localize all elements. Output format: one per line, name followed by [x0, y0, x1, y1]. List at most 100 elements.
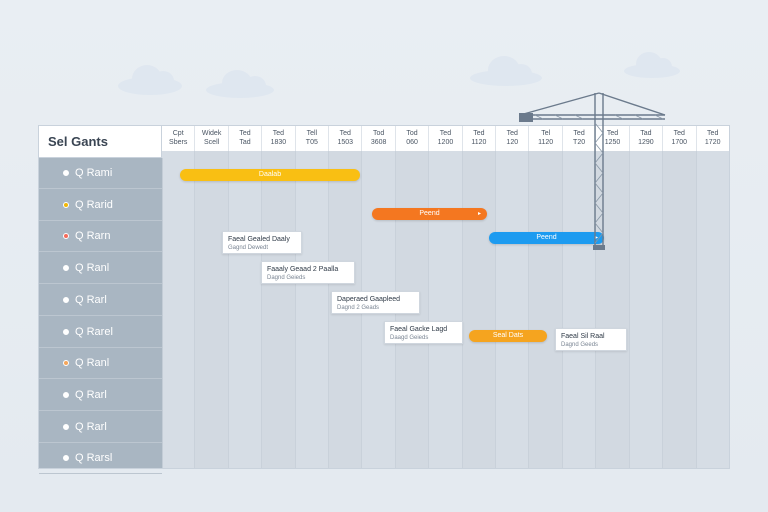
- task-card[interactable]: Daperaed Gaapleed Dagnd 2 Geads: [331, 291, 420, 314]
- arrow-right-icon: ▸: [594, 235, 598, 241]
- timeline-day-header: Ted 1720: [697, 126, 729, 151]
- task-label: Q Rarl: [75, 388, 107, 401]
- timeline-day-bottom: 1200: [437, 139, 454, 146]
- task-list-item[interactable]: Q Rarl: [39, 285, 162, 316]
- task-list-item[interactable]: Q Ranl: [39, 253, 162, 285]
- construction-crane-icon: [519, 92, 666, 250]
- timeline-column: [629, 151, 664, 468]
- task-card[interactable]: Faeal Gealed Daaly Gagnd Dewedt: [222, 231, 302, 254]
- task-card[interactable]: Faaaly Geaad 2 Paalla Dagnd Geieds: [261, 261, 355, 284]
- timeline-day-bottom: 1120: [471, 139, 487, 146]
- task-list-item[interactable]: Q Rarel: [39, 317, 162, 348]
- timeline-column: [529, 151, 563, 468]
- task-label: Q Rarl: [75, 420, 107, 433]
- timeline-day-bottom: Scell: [204, 139, 220, 146]
- timeline-day-bottom: 060: [406, 139, 418, 146]
- timeline-day-bottom: 1250: [604, 139, 621, 146]
- timeline-column: [162, 151, 196, 468]
- status-dot-icon: [63, 170, 69, 176]
- timeline-column: [696, 151, 729, 468]
- task-bar[interactable]: Seal Dats: [469, 330, 547, 342]
- timeline-day-header: Tod 3608: [362, 126, 396, 151]
- task-card-title: Faeal Gacke Lagd: [390, 326, 448, 333]
- timeline-column: [596, 151, 630, 468]
- task-list-item[interactable]: Q Rami: [39, 158, 162, 189]
- timeline-day-bottom: 1290: [638, 139, 654, 146]
- cloud-icon: [206, 70, 274, 98]
- task-card[interactable]: Faeal Sil Raal Dagnd Geeds: [555, 328, 627, 351]
- task-list-item[interactable]: Q Ranl: [39, 348, 162, 380]
- task-card-title: Faeal Gealed Daaly: [228, 236, 290, 243]
- timeline-day-top: Tel: [541, 130, 551, 137]
- task-list-item[interactable]: Q Rarn: [39, 221, 162, 253]
- timeline-column: [429, 151, 463, 468]
- timeline-column: [562, 151, 597, 468]
- task-bar-label: Peend: [536, 234, 557, 241]
- arrow-right-icon: ▸: [477, 211, 481, 217]
- timeline-day-bottom: Sbers: [169, 139, 188, 146]
- status-dot-icon: [63, 360, 69, 367]
- timeline-day-header: Ted 1120: [463, 126, 497, 151]
- timeline-day-header: Ted 1700: [663, 126, 697, 151]
- timeline-day-bottom: T20: [573, 139, 586, 146]
- task-card-subtitle: Gagnd Dewedt: [228, 245, 269, 251]
- task-label: Q Rarel: [75, 325, 113, 338]
- timeline-day-top: Ted: [707, 130, 719, 137]
- timeline-day-top: Ted: [606, 130, 619, 137]
- task-bar-label: Seal Dats: [492, 332, 524, 339]
- task-card-subtitle: Dagnd Geeds: [561, 342, 599, 348]
- timeline-day-top: Ted: [473, 130, 485, 137]
- status-dot-icon: [63, 265, 69, 272]
- task-list-item[interactable]: Q Rarsl: [39, 443, 162, 475]
- timeline-column: [462, 151, 497, 468]
- task-list-item[interactable]: Q Rarid: [39, 190, 162, 221]
- cloud-icon: [118, 63, 182, 95]
- timeline-column: [262, 151, 296, 468]
- task-list-item[interactable]: Q Rarl: [39, 380, 162, 411]
- timeline-column: [295, 151, 330, 468]
- status-dot-icon: [63, 296, 69, 303]
- task-card[interactable]: Faeal Gacke Lagd Daagd Geieds: [384, 321, 463, 344]
- task-label: Q Rami: [75, 167, 113, 179]
- timeline-day-bottom: 3608: [370, 139, 387, 146]
- timeline-day-bottom: 1503: [337, 139, 354, 146]
- task-list-item[interactable]: Q Rarl: [39, 412, 162, 443]
- timeline-day-top: Ted: [272, 130, 285, 137]
- timeline-day-bottom: 120: [506, 139, 519, 146]
- timeline-day-top: Ted: [239, 130, 251, 137]
- timeline-day-bottom: 1720: [704, 139, 721, 146]
- app-title: Sel Gants: [39, 126, 162, 158]
- task-card-subtitle: Dagnd Geieds: [267, 275, 306, 281]
- task-bar[interactable]: Peend ▸: [372, 208, 487, 220]
- timeline-day-top: Widek: [201, 130, 222, 137]
- timeline-day-header: Ted 1830: [262, 126, 296, 151]
- cloud-icon: [470, 56, 542, 86]
- timeline-column: [663, 151, 697, 468]
- timeline-day-bottom: 1700: [671, 139, 688, 146]
- timeline-day-top: Ted: [673, 130, 685, 137]
- timeline-column: [496, 151, 530, 468]
- timeline-day-top: Tod: [372, 130, 385, 137]
- task-bar[interactable]: Peend ▸: [489, 232, 604, 244]
- task-card-title: Daperaed Gaapleed: [337, 296, 401, 303]
- task-label: Q Rarn: [75, 230, 111, 243]
- timeline-day-header: Ted 1250: [596, 126, 630, 151]
- task-bar[interactable]: Daalab: [180, 169, 360, 181]
- timeline-column: [195, 151, 229, 468]
- cloud-icon: [624, 52, 680, 78]
- timeline-day-top: Cpt: [172, 130, 184, 137]
- timeline-day-bottom: 1830: [270, 139, 287, 146]
- task-card-subtitle: Daagd Geieds: [390, 335, 429, 341]
- task-card-title: Faaaly Geaad 2 Paalla: [267, 266, 339, 273]
